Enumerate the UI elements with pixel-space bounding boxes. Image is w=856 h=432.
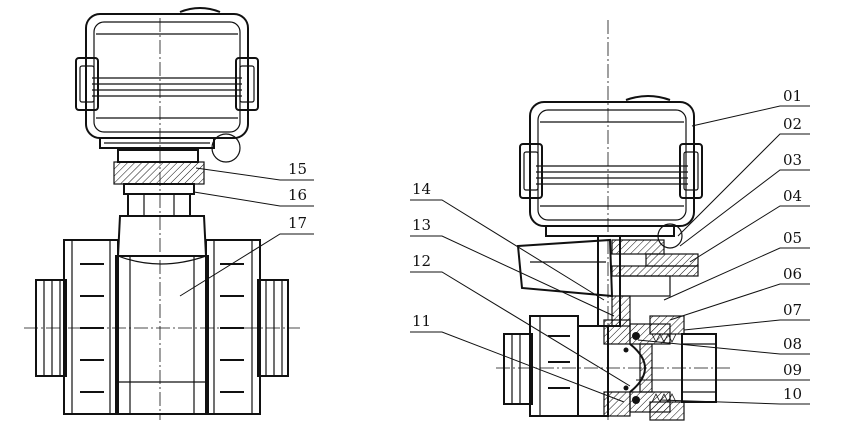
left-coupling bbox=[113, 149, 205, 217]
leader-05 bbox=[663, 247, 810, 301]
leader-16 bbox=[193, 191, 314, 207]
leader-14 bbox=[410, 199, 605, 301]
callout-04: 04 bbox=[783, 187, 802, 205]
leader-07 bbox=[683, 319, 810, 331]
callout-10: 10 bbox=[783, 385, 802, 403]
leader-15 bbox=[195, 167, 314, 181]
right-actuator-housing bbox=[519, 95, 703, 249]
front-view bbox=[24, 7, 300, 420]
section-left-union bbox=[503, 315, 579, 417]
callout-11: 11 bbox=[412, 312, 431, 330]
callout-03: 03 bbox=[783, 151, 802, 169]
right-union-nut bbox=[205, 239, 289, 415]
callout-12: 12 bbox=[412, 252, 431, 270]
callout-07: 07 bbox=[783, 301, 802, 319]
leader-01 bbox=[691, 105, 810, 127]
callout-01: 01 bbox=[783, 87, 802, 105]
callout-05: 05 bbox=[783, 229, 802, 247]
callout-08: 08 bbox=[783, 335, 802, 353]
leader-13 bbox=[410, 235, 615, 317]
left-actuator-housing bbox=[75, 7, 259, 163]
leader-12 bbox=[410, 271, 631, 387]
leader-03 bbox=[679, 169, 810, 247]
callout-16: 16 bbox=[288, 186, 307, 204]
left-union-nut bbox=[35, 239, 119, 415]
leader-11 bbox=[410, 331, 625, 403]
callout-labels: 01 02 03 04 05 06 07 08 09 10 11 12 bbox=[179, 87, 810, 405]
section-view bbox=[496, 20, 730, 421]
callout-14: 14 bbox=[412, 180, 431, 198]
callout-17: 17 bbox=[288, 214, 307, 232]
callout-13: 13 bbox=[412, 216, 431, 234]
leader-06 bbox=[669, 283, 810, 321]
leader-17 bbox=[179, 233, 314, 297]
leader-10 bbox=[659, 399, 810, 405]
callout-02: 02 bbox=[783, 115, 802, 133]
callout-09: 09 bbox=[783, 361, 802, 379]
leader-08 bbox=[637, 339, 810, 355]
leader-04 bbox=[689, 205, 810, 263]
left-valve-body bbox=[115, 215, 209, 415]
leader-02 bbox=[677, 133, 810, 237]
callout-06: 06 bbox=[783, 265, 802, 283]
callout-15: 15 bbox=[288, 160, 307, 178]
